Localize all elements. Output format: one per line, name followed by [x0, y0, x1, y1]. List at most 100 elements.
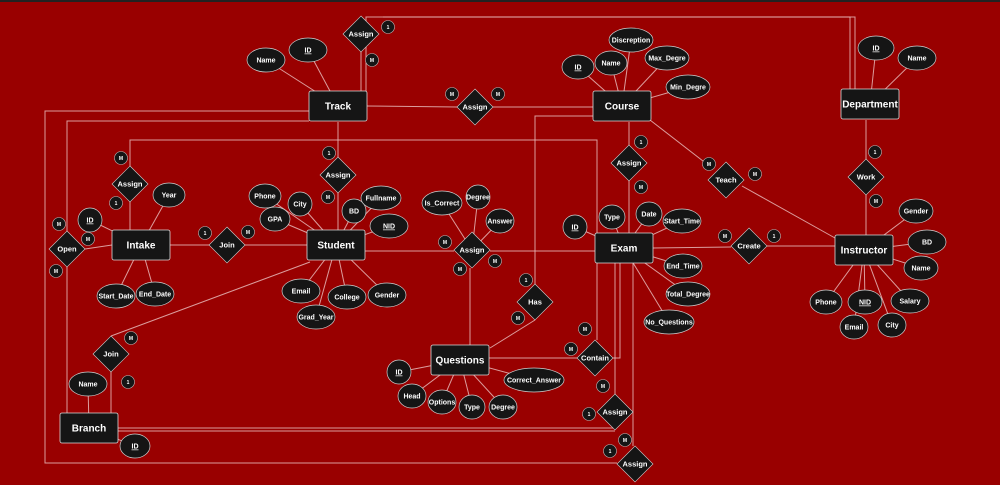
relationship-assign[interactable]: Assign — [319, 156, 357, 194]
attribute-label: Grad_Year — [298, 315, 333, 322]
relationship-work[interactable]: Work — [847, 158, 885, 196]
attribute-instructor-bd[interactable]: BD — [907, 229, 947, 255]
entity-course[interactable]: Course — [592, 90, 652, 122]
attribute-intake-year[interactable]: Year — [152, 182, 186, 208]
attribute-ellipse — [96, 283, 136, 309]
attribute-assign-degree[interactable]: Degree — [465, 184, 491, 210]
attribute-instructor-city[interactable]: City — [877, 312, 907, 338]
attribute-ellipse — [248, 183, 282, 209]
attribute-department-name[interactable]: Name — [897, 45, 937, 71]
attribute-exam-date[interactable]: Date — [635, 201, 663, 227]
attribute-label: Degree — [466, 195, 490, 202]
attribute-student-email[interactable]: Email — [281, 278, 321, 304]
attribute-student-bd[interactable]: BD — [341, 198, 367, 224]
relationship-label: Join — [103, 350, 119, 359]
cardinality-badge: M — [321, 190, 335, 204]
entity-branch[interactable]: Branch — [59, 412, 119, 444]
relationship-assign[interactable]: Assign — [111, 165, 149, 203]
attribute-instructor-salary[interactable]: Salary — [890, 288, 930, 314]
attribute-exam-end-time[interactable]: End_Time — [663, 253, 703, 279]
attribute-assign-answer[interactable]: Answer — [485, 208, 515, 234]
attribute-intake-start-date[interactable]: Start_Date — [96, 283, 136, 309]
attribute-department-id[interactable]: ID — [857, 35, 895, 61]
attribute-branch-name[interactable]: Name — [68, 371, 108, 397]
attribute-assign-is-correct[interactable]: Is_Correct — [421, 190, 463, 216]
entity-questions[interactable]: Questions — [430, 344, 490, 376]
attribute-student-college[interactable]: College — [327, 284, 367, 310]
attribute-student-gpa[interactable]: GPA — [259, 206, 291, 232]
attribute-label: Start_Date — [98, 294, 133, 301]
attribute-intake-id[interactable]: ID — [77, 207, 103, 233]
attribute-course-max-degre[interactable]: Max_Degre — [644, 45, 690, 71]
relationship-teach[interactable]: Teach — [707, 161, 745, 199]
relationship-assign[interactable]: Assign — [596, 393, 634, 431]
attribute-student-phone[interactable]: Phone — [248, 183, 282, 209]
attribute-branch-id[interactable]: ID — [119, 433, 151, 459]
attribute-instructor-gender[interactable]: Gender — [898, 198, 934, 224]
attribute-ellipse — [397, 383, 427, 409]
entity-instructor[interactable]: Instructor — [834, 234, 894, 266]
cardinality-label: M — [753, 172, 757, 178]
attribute-course-discreption[interactable]: Discreption — [608, 27, 654, 53]
attribute-exam-id[interactable]: ID — [562, 214, 588, 240]
attribute-exam-total-degree[interactable]: Total_Degree — [665, 281, 711, 307]
attribute-exam-no-questions[interactable]: No_Questions — [643, 309, 695, 335]
attribute-exam-type[interactable]: Type — [598, 204, 626, 230]
attribute-intake-end-date[interactable]: End_Date — [135, 281, 175, 307]
cardinality-circle — [564, 342, 578, 356]
relationship-assign[interactable]: Assign — [456, 88, 494, 126]
attribute-instructor-name[interactable]: Name — [903, 255, 939, 281]
attribute-questions-type[interactable]: Type — [458, 394, 486, 420]
relationship-contain[interactable]: Contain — [576, 339, 614, 377]
relationship-assign[interactable]: Assign — [616, 445, 654, 483]
attribute-track-id[interactable]: ID — [288, 37, 328, 63]
entity-student[interactable]: Student — [306, 229, 366, 261]
relationship-diamond — [48, 230, 86, 268]
cardinality-label: 1 — [204, 231, 207, 237]
attribute-student-city[interactable]: City — [287, 191, 313, 217]
attribute-student-grad-year[interactable]: Grad_Year — [296, 304, 336, 330]
entity-department[interactable]: Department — [840, 88, 900, 120]
attribute-questions-degree[interactable]: Degree — [488, 394, 518, 420]
relationship-open[interactable]: Open — [48, 230, 86, 268]
relationship-assign[interactable]: Assign — [610, 144, 648, 182]
relationship-create[interactable]: Create — [730, 227, 768, 265]
attribute-instructor-email[interactable]: Email — [839, 314, 869, 340]
relationship-join[interactable]: Join — [208, 226, 246, 264]
attribute-student-nid[interactable]: NID — [369, 213, 409, 239]
cardinality-label: M — [54, 269, 58, 275]
relationship-assign[interactable]: Assign — [453, 231, 491, 269]
attribute-questions-options[interactable]: Options — [427, 389, 457, 415]
attribute-track-name[interactable]: Name — [246, 47, 286, 73]
relationship-assign[interactable]: Assign — [342, 15, 380, 53]
attribute-student-gender[interactable]: Gender — [367, 282, 407, 308]
attribute-course-min-degre[interactable]: Min_Degre — [665, 74, 711, 100]
attribute-ellipse — [809, 289, 843, 315]
attribute-exam-start-time[interactable]: Start_Time — [662, 208, 702, 234]
attribute-instructor-phone[interactable]: Phone — [809, 289, 843, 315]
cardinality-label: M — [129, 336, 133, 342]
attribute-course-name[interactable]: Name — [594, 50, 628, 76]
entity-box — [594, 232, 654, 264]
attribute-questions-id[interactable]: ID — [386, 359, 412, 385]
relationship-has[interactable]: Has — [516, 283, 554, 321]
attribute-instructor-nid[interactable]: NID — [847, 289, 883, 315]
cardinality-label: M — [516, 316, 520, 322]
attribute-ellipse — [485, 208, 515, 234]
relationship-join[interactable]: Join — [92, 335, 130, 373]
entity-track[interactable]: Track — [308, 90, 368, 122]
cardinality-label: M — [493, 259, 497, 265]
entity-label: Questions — [436, 356, 485, 367]
attribute-label: City — [885, 323, 898, 330]
entity-label: Instructor — [841, 246, 888, 257]
cardinality-circle — [868, 145, 882, 159]
entity-exam[interactable]: Exam — [594, 232, 654, 264]
attribute-course-id[interactable]: ID — [561, 54, 595, 80]
relationship-label: Assign — [325, 171, 350, 180]
entity-intake[interactable]: Intake — [111, 229, 171, 261]
attribute-questions-head[interactable]: Head — [397, 383, 427, 409]
attribute-student-fullname[interactable]: Fullname — [360, 185, 402, 211]
cardinality-circle — [748, 167, 762, 181]
relationship-label: Assign — [622, 460, 647, 469]
attribute-questions-correct-answer[interactable]: Correct_Answer — [503, 367, 565, 393]
